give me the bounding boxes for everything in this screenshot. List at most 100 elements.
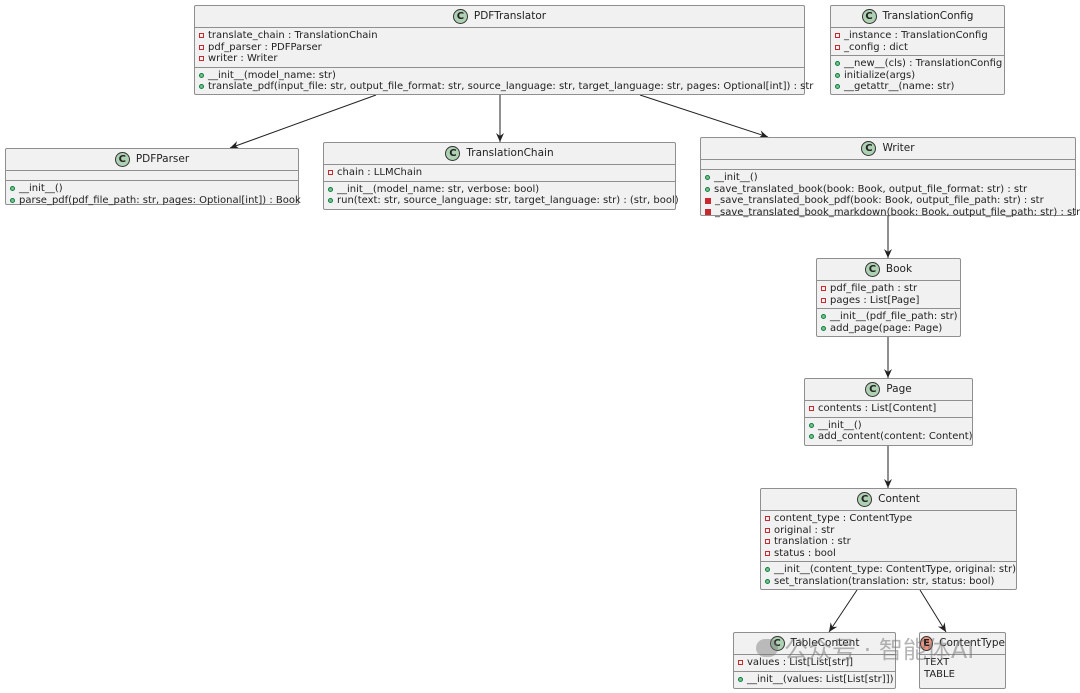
method-text: add_content(content: Content) <box>818 431 973 442</box>
public-marker-icon <box>809 422 814 428</box>
public-marker-icon <box>10 197 15 203</box>
method-row: __init__(values: List[List[str]]) <box>738 673 894 686</box>
class-name: Writer <box>882 141 915 154</box>
method-row: _save_translated_book_pdf(book: Book, ou… <box>705 195 1071 207</box>
public-marker-icon <box>835 84 840 90</box>
class-badge-icon: C <box>865 382 881 397</box>
class-pdftranslator: C PDFTranslator translate_chain : Transl… <box>194 5 813 95</box>
class-badge-icon: C <box>857 492 873 507</box>
field-row: translation : str <box>765 536 1012 548</box>
class-header: E ContentType <box>920 633 1005 655</box>
class-name: TableContent <box>790 636 860 649</box>
class-name: Content <box>878 492 920 505</box>
class-badge-icon: C <box>861 9 877 24</box>
method-row: __new__(cls) : TranslationConfig <box>835 58 1003 70</box>
field-row: writer : Writer <box>199 53 800 65</box>
class-badge-icon: C <box>769 636 785 651</box>
field-row: chain : LLMChain <box>328 167 671 179</box>
method-text: __init__() <box>19 183 63 194</box>
private-method-marker-icon <box>705 209 711 216</box>
class-tablecontent: C TableContent values : List[List[str]] … <box>733 632 896 689</box>
class-header: C Page <box>805 379 972 401</box>
method-text: __init__() <box>714 172 758 183</box>
watermark: 公众号 · 智能体AI <box>756 630 974 665</box>
class-name: PDFTranslator <box>473 9 547 22</box>
private-marker-icon <box>199 44 204 50</box>
class-translationchain: C TranslationChain chain : LLMChain __in… <box>323 142 679 210</box>
method-row: __init__(model_name: str, verbose: bool) <box>328 184 671 196</box>
method-text: __init__(pdf_file_path: str) <box>830 311 958 322</box>
private-marker-icon <box>821 286 826 292</box>
field-text: values : List[List[str]] <box>747 657 854 668</box>
method-row: __init__() <box>809 420 968 432</box>
class-name: PDFParser <box>135 152 190 165</box>
field-row: translate_chain : TranslationChain <box>199 30 800 42</box>
enum-value-text: TABLE <box>924 668 955 680</box>
arrow-pdftranslator-to-pdfparser <box>229 94 377 149</box>
methods-section: __init__() save_translated_book(book: Bo… <box>701 170 1080 220</box>
method-row: run(text: str, source_language: str, tar… <box>328 195 679 207</box>
watermark-text: 公众号 · 智能体AI <box>784 636 975 664</box>
private-marker-icon <box>835 44 840 50</box>
method-text: run(text: str, source_language: str, tar… <box>337 195 679 206</box>
arrow-pdftranslator-to-writer <box>639 94 769 138</box>
field-text: original : str <box>774 524 835 536</box>
fields-section <box>701 160 1075 170</box>
enum-value-row: TABLE <box>924 669 1001 681</box>
field-row: pdf_file_path : str <box>821 283 956 295</box>
class-content: C Content content_type : ContentType ori… <box>760 488 1017 590</box>
public-marker-icon <box>765 567 770 573</box>
method-text: parse_pdf(pdf_file_path: str, pages: Opt… <box>19 194 301 206</box>
methods-section: __init__(pdf_file_path: str) add_page(pa… <box>817 309 960 336</box>
method-row: parse_pdf(pdf_file_path: str, pages: Opt… <box>10 195 301 207</box>
enum-values-section: TEXT TABLE <box>920 655 1005 682</box>
private-method-marker-icon <box>705 197 711 204</box>
method-row: set_translation(translation: str, status… <box>765 576 1012 588</box>
method-row: save_translated_book(book: Book, output_… <box>705 184 1071 196</box>
method-row: __init__() <box>705 172 1071 184</box>
class-header: C TranslationChain <box>324 143 675 165</box>
method-text: add_page(page: Page) <box>830 322 943 334</box>
arrow-content-to-tablecontent <box>828 589 858 633</box>
fields-section <box>6 171 298 181</box>
method-text: __init__(model_name: str) <box>208 69 336 81</box>
field-text: translation : str <box>774 536 851 547</box>
class-badge-icon: C <box>452 9 468 24</box>
method-row: _save_translated_book_markdown(book: Boo… <box>705 207 1080 219</box>
method-text: __new__(cls) : TranslationConfig <box>844 58 1003 69</box>
class-book: C Book pdf_file_path : str pages : List[… <box>816 258 961 337</box>
method-row: __init__(content_type: ContentType, orig… <box>765 564 1016 576</box>
public-marker-icon <box>199 72 204 78</box>
class-header: C PDFParser <box>6 149 298 171</box>
public-marker-icon <box>705 175 710 181</box>
fields-section: content_type : ContentType original : st… <box>761 511 1016 562</box>
method-row: __getattr__(name: str) <box>835 81 1000 93</box>
method-row: __init__(pdf_file_path: str) <box>821 311 958 323</box>
field-row: status : bool <box>765 548 1012 560</box>
class-name: TranslationConfig <box>882 9 974 22</box>
methods-section: __new__(cls) : TranslationConfig initial… <box>831 56 1004 95</box>
public-marker-icon <box>765 578 770 584</box>
class-name: TranslationChain <box>466 146 554 159</box>
public-marker-icon <box>705 186 710 192</box>
field-text: content_type : ContentType <box>774 513 913 524</box>
public-marker-icon <box>328 186 333 192</box>
class-name: Book <box>885 262 913 275</box>
field-text: translate_chain : TranslationChain <box>208 30 378 41</box>
methods-section: __init__() add_content(content: Content) <box>805 418 973 445</box>
class-header: C TranslationConfig <box>831 6 1004 28</box>
methods-section: __init__(model_name: str) translate_pdf(… <box>195 68 813 95</box>
field-row: _instance : TranslationConfig <box>835 30 1000 42</box>
class-page: C Page contents : List[Content] __init__… <box>804 378 973 446</box>
methods-section: __init__(content_type: ContentType, orig… <box>761 562 1016 589</box>
fields-section: values : List[List[str]] <box>734 655 895 672</box>
private-marker-icon <box>765 527 770 533</box>
private-marker-icon <box>821 297 826 303</box>
enum-badge-icon: E <box>920 636 934 651</box>
class-badge-icon: C <box>445 146 461 161</box>
method-text: __init__(values: List[List[str]]) <box>747 673 894 685</box>
field-text: contents : List[Content] <box>818 403 937 414</box>
methods-section: __init__(model_name: str, verbose: bool)… <box>324 182 679 209</box>
public-marker-icon <box>199 84 204 90</box>
